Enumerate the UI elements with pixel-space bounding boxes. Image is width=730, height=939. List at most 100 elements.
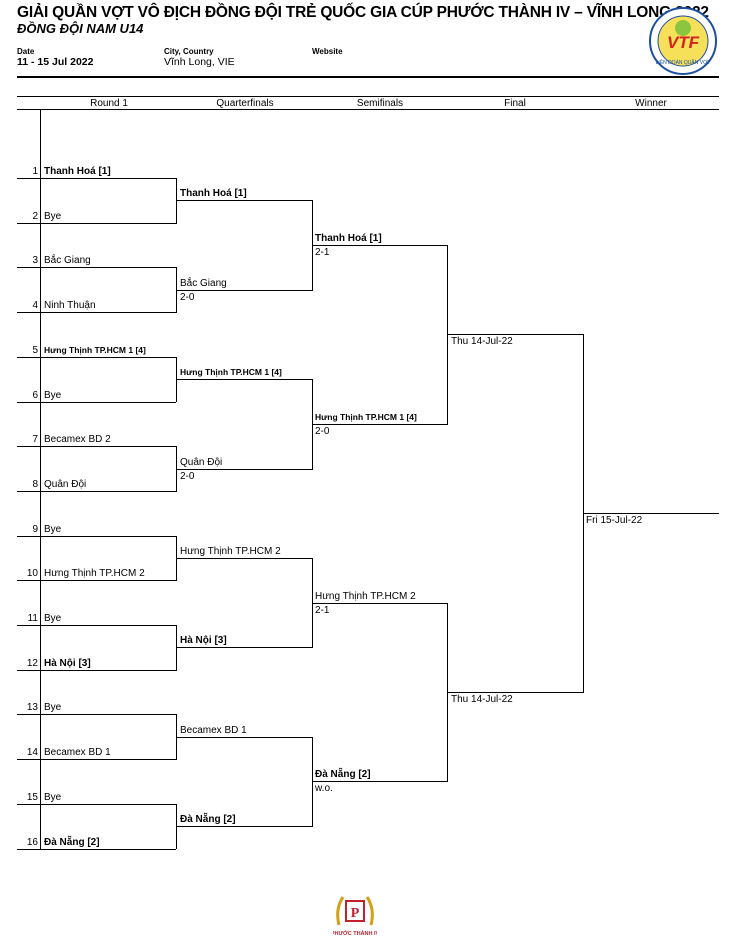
seed-number: 2 xyxy=(32,210,38,222)
round1-team: Bye xyxy=(44,702,62,714)
round1-line xyxy=(17,312,176,314)
round1-line xyxy=(17,669,176,671)
columns-bottom-line xyxy=(17,109,719,110)
round1-line xyxy=(17,356,176,358)
date-value: 11 - 15 Jul 2022 xyxy=(17,56,94,68)
round1-line xyxy=(17,759,176,761)
sf-line xyxy=(312,781,447,783)
winner-date: Fri 15-Jul-22 xyxy=(586,515,643,527)
seed-number: 8 xyxy=(32,478,38,490)
qf-team: Hưng Thịnh TP.HCM 1 [4] xyxy=(180,367,282,378)
seed-number: 12 xyxy=(26,657,38,669)
sf-score: 2-1 xyxy=(315,604,330,616)
round1-team: Bye xyxy=(44,389,62,401)
round1-line xyxy=(17,490,176,492)
round1-team: Đà Nẵng [2] xyxy=(44,836,100,848)
qf-line xyxy=(176,647,312,649)
qf-team: Bắc Giang xyxy=(180,277,227,289)
round1-line xyxy=(17,401,176,403)
qf-score: 2-0 xyxy=(180,470,195,482)
seed-number: 4 xyxy=(32,300,38,312)
round1-team: Becamex BD 2 xyxy=(44,434,111,446)
round1-team: Hưng Thịnh TP.HCM 2 xyxy=(44,568,145,580)
qf-line xyxy=(176,289,312,291)
qf-line xyxy=(176,557,312,559)
qf-line xyxy=(176,200,312,202)
qf-team: Thanh Hoá [1] xyxy=(180,188,247,200)
final-date: Thu 14-Jul-22 xyxy=(451,336,513,348)
col-round1: Round 1 xyxy=(90,98,128,109)
round1-line xyxy=(17,222,176,224)
sf-line xyxy=(312,602,447,604)
qf-team: Hưng Thịnh TP.HCM 2 xyxy=(180,545,281,557)
qf-team: Becamex BD 1 xyxy=(180,724,247,736)
round1-line xyxy=(17,714,176,716)
round1-team: Hưng Thịnh TP.HCM 1 [4] xyxy=(44,344,146,355)
sf-team: Đà Nẵng [2] xyxy=(315,769,371,781)
seed-number: 3 xyxy=(32,255,38,267)
tournament-title: GIẢI QUẦN VỢT VÔ ĐỊCH ĐỒNG ĐỘI TRẺ QUỐC … xyxy=(17,4,709,21)
vtf-logo: VTF LIÊN ĐOÀN QUẦN VỢT xyxy=(649,7,717,75)
qf-line xyxy=(176,826,312,828)
col-winner: Winner xyxy=(635,98,667,109)
sf-line xyxy=(312,423,447,425)
seed-number: 5 xyxy=(32,344,38,356)
seed-number: 16 xyxy=(26,836,38,848)
final-date: Thu 14-Jul-22 xyxy=(451,694,513,706)
qf-team: Hà Nội [3] xyxy=(180,635,227,647)
final-line xyxy=(447,334,583,336)
round1-line xyxy=(17,535,176,537)
qf-line xyxy=(176,468,312,470)
draw-left-border xyxy=(40,110,41,849)
round1-line xyxy=(17,267,176,269)
qf-team: Đà Nẵng [2] xyxy=(180,814,236,826)
sf-line xyxy=(312,245,447,247)
seed-number: 10 xyxy=(26,568,38,580)
seed-number: 7 xyxy=(32,434,38,446)
seed-number: 1 xyxy=(32,166,38,177)
round1-team: Ninh Thuận xyxy=(44,300,96,312)
logo-text: VTF xyxy=(667,33,700,52)
sf-score: w.o. xyxy=(315,783,333,795)
sf-score: 2-0 xyxy=(315,425,330,437)
footer-sponsor: PHƯỚC THÀNH IV xyxy=(333,929,377,937)
round1-team: Thanh Hoá [1] xyxy=(44,166,111,177)
columns-top-line xyxy=(17,96,719,97)
event-subtitle: ĐỒNG ĐỘI NAM U14 xyxy=(17,21,144,36)
website-label: Website xyxy=(312,47,343,56)
round1-team: Bắc Giang xyxy=(44,255,91,267)
col-quarterfinals: Quarterfinals xyxy=(216,98,274,109)
round1-line xyxy=(17,625,176,626)
col-final: Final xyxy=(504,98,526,109)
round1-line xyxy=(17,803,176,805)
phuoc-thanh-logo: P PHƯỚC THÀNH IV xyxy=(333,896,377,937)
round1-line xyxy=(17,446,176,448)
svg-text:P: P xyxy=(351,906,360,921)
col-semifinals: Semifinals xyxy=(356,98,404,109)
seed-number: 11 xyxy=(27,613,38,624)
seed-number: 9 xyxy=(32,523,38,535)
logo-ring-text: LIÊN ĐOÀN QUẦN VỢT xyxy=(656,58,711,66)
seed-number: 6 xyxy=(32,389,38,401)
date-label: Date xyxy=(17,47,35,56)
winner-line xyxy=(583,513,719,515)
sf-score: 2-1 xyxy=(315,247,330,259)
round1-line xyxy=(17,848,176,850)
round1-line xyxy=(17,178,176,179)
location-label: City, Country xyxy=(164,47,214,56)
qf-team: Quân Đội xyxy=(180,456,223,468)
round1-team: Becamex BD 1 xyxy=(44,747,111,759)
seed-number: 14 xyxy=(26,747,38,759)
sf-team: Hưng Thịnh TP.HCM 2 xyxy=(315,590,416,602)
seed-number: 13 xyxy=(26,702,38,714)
round1-team: Bye xyxy=(44,523,62,535)
qf-line xyxy=(176,736,312,738)
round1-line xyxy=(17,580,176,582)
final-line xyxy=(447,692,583,694)
qf-line xyxy=(176,379,312,381)
round1-team: Bye xyxy=(44,210,62,222)
round1-team: Bye xyxy=(44,791,62,803)
sf-team: Thanh Hoá [1] xyxy=(315,233,382,245)
header-divider xyxy=(17,76,719,78)
sf-team: Hưng Thịnh TP.HCM 1 [4] xyxy=(315,411,417,422)
